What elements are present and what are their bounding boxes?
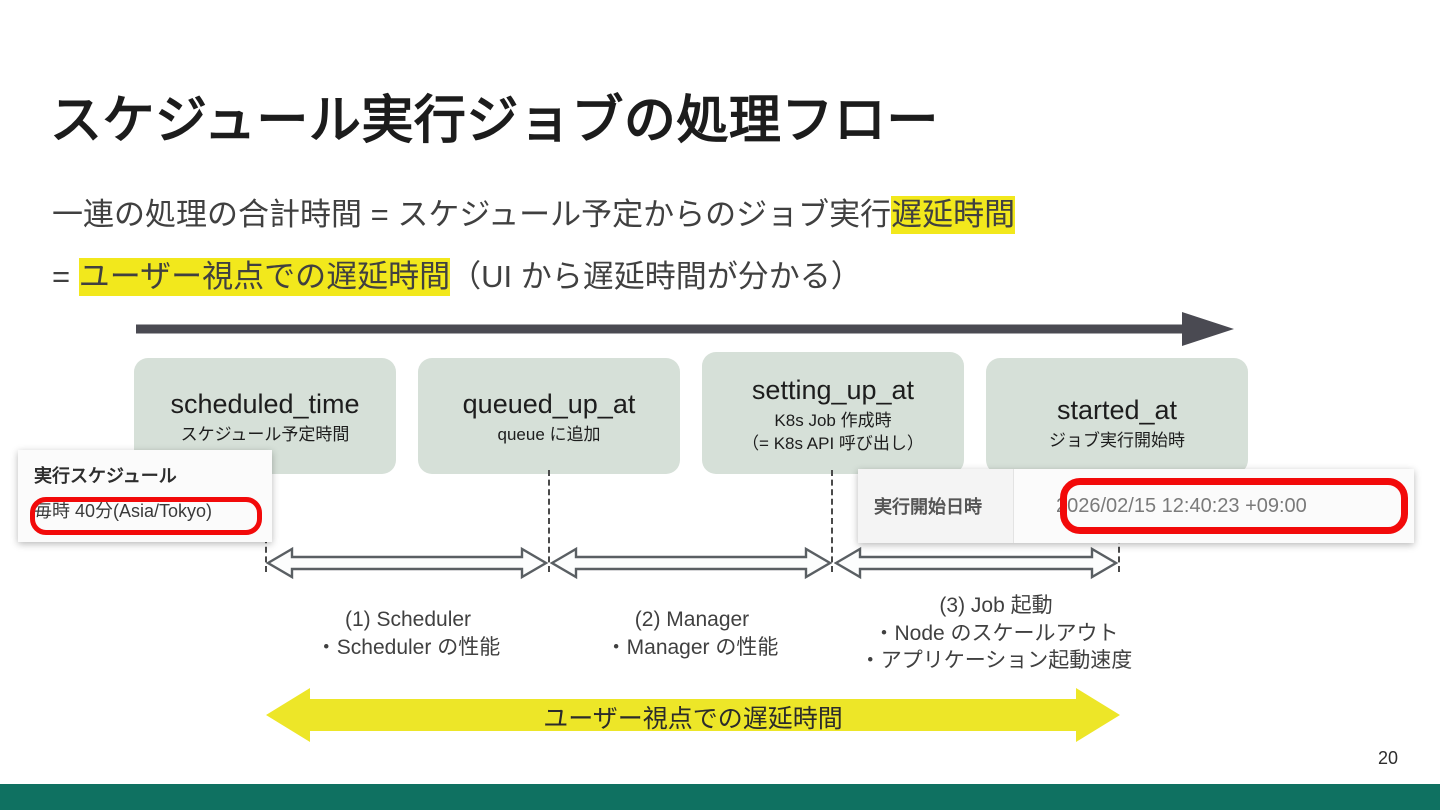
- callout-schedule-value-wrap: 毎時 40分(Asia/Tokyo): [34, 497, 212, 523]
- footer-bar: [0, 784, 1440, 810]
- page-title: スケジュール実行ジョブの処理フロー: [50, 92, 939, 150]
- stage-subtitle-started-at: ジョブ実行開始時: [986, 430, 1248, 453]
- callout-execution-schedule: 実行スケジュール 毎時 40分(Asia/Tokyo): [18, 450, 272, 542]
- guide-line-setting-up-at: [831, 470, 833, 572]
- stage-subtitle-line1: K8s Job 作成時: [774, 410, 892, 430]
- subtitle-line-1: 一連の処理の合計時間 = スケジュール予定からのジョブ実行遅延時間: [52, 196, 1016, 234]
- phase-caption-scheduler: (1) Scheduler ・Scheduler の性能: [266, 606, 550, 661]
- stage-subtitle-scheduled-time: スケジュール予定時間: [134, 424, 396, 447]
- stage-box-started-at: started_at ジョブ実行開始時: [986, 358, 1248, 474]
- subtitle-line-2-highlight: ユーザー視点での遅延時間: [78, 258, 451, 296]
- phase-caption-line2: ・Scheduler の性能: [315, 635, 501, 659]
- stage-subtitle-line1: スケジュール予定時間: [180, 424, 350, 444]
- phase-caption-line1: (1) Scheduler: [344, 608, 472, 631]
- measure-arrow-scheduler-icon: [266, 546, 548, 580]
- phase-caption-line1: (2) Manager: [634, 608, 750, 631]
- callout-started-value: 2026/02/15 12:40:23 +09:00: [1014, 469, 1414, 543]
- callout-schedule-heading: 実行スケジュール: [34, 466, 177, 486]
- page-number: 20: [1377, 748, 1398, 768]
- subtitle-line-1-text: 一連の処理の合計時間 = スケジュール予定からのジョブ実行: [52, 197, 892, 232]
- subtitle-line-2-prefix: =: [52, 259, 79, 294]
- phase-caption-job-boot: (3) Job 起動 ・Node のスケールアウト ・アプリケーション起動速度: [826, 592, 1166, 675]
- guide-line-queued-up-at: [548, 470, 550, 572]
- phase-caption-line1: (3) Job 起動: [939, 594, 1053, 617]
- stage-subtitle-setting-up-at: K8s Job 作成時 （= K8s API 呼び出し）: [702, 410, 964, 456]
- phase-caption-line2: ・Manager の性能: [605, 635, 779, 659]
- subtitle-line-2: = ユーザー視点での遅延時間（UI から遅延時間が分かる）: [52, 258, 862, 296]
- callout-schedule-value: 毎時 40分(Asia/Tokyo): [34, 501, 213, 521]
- callout-started-label: 実行開始日時: [858, 469, 1014, 543]
- time-axis-arrow-icon: [136, 312, 1234, 346]
- phase-caption-manager: (2) Manager ・Manager の性能: [550, 606, 834, 661]
- stage-subtitle-line2: （= K8s API 呼び出し）: [742, 433, 924, 453]
- measure-arrow-manager-icon: [550, 546, 832, 580]
- user-latency-arrow-icon: [266, 688, 1120, 742]
- phase-caption-line3: ・アプリケーション起動速度: [859, 649, 1133, 673]
- stage-box-queued-up-at: queued_up_at queue に追加: [418, 358, 680, 474]
- stage-subtitle-line1: ジョブ実行開始時: [1049, 430, 1185, 450]
- phase-caption-line2: ・Node のスケールアウト: [873, 621, 1119, 645]
- measure-arrow-job-boot-icon: [834, 546, 1118, 580]
- subtitle-line-1-highlight: 遅延時間: [891, 196, 1016, 234]
- callout-execution-started-at: 実行開始日時 2026/02/15 12:40:23 +09:00: [858, 469, 1414, 543]
- stage-subtitle-line1: queue に追加: [497, 424, 601, 444]
- stage-title-queued-up-at: queued_up_at: [462, 389, 636, 419]
- stage-title-setting-up-at: setting_up_at: [751, 375, 915, 405]
- stage-subtitle-queued-up-at: queue に追加: [418, 424, 680, 447]
- stage-box-setting-up-at: setting_up_at K8s Job 作成時 （= K8s API 呼び出…: [702, 352, 964, 474]
- stage-title-started-at: started_at: [1056, 395, 1178, 425]
- stage-title-scheduled-time: scheduled_time: [170, 389, 360, 419]
- subtitle-line-2-suffix: （UI から遅延時間が分かる）: [450, 259, 862, 294]
